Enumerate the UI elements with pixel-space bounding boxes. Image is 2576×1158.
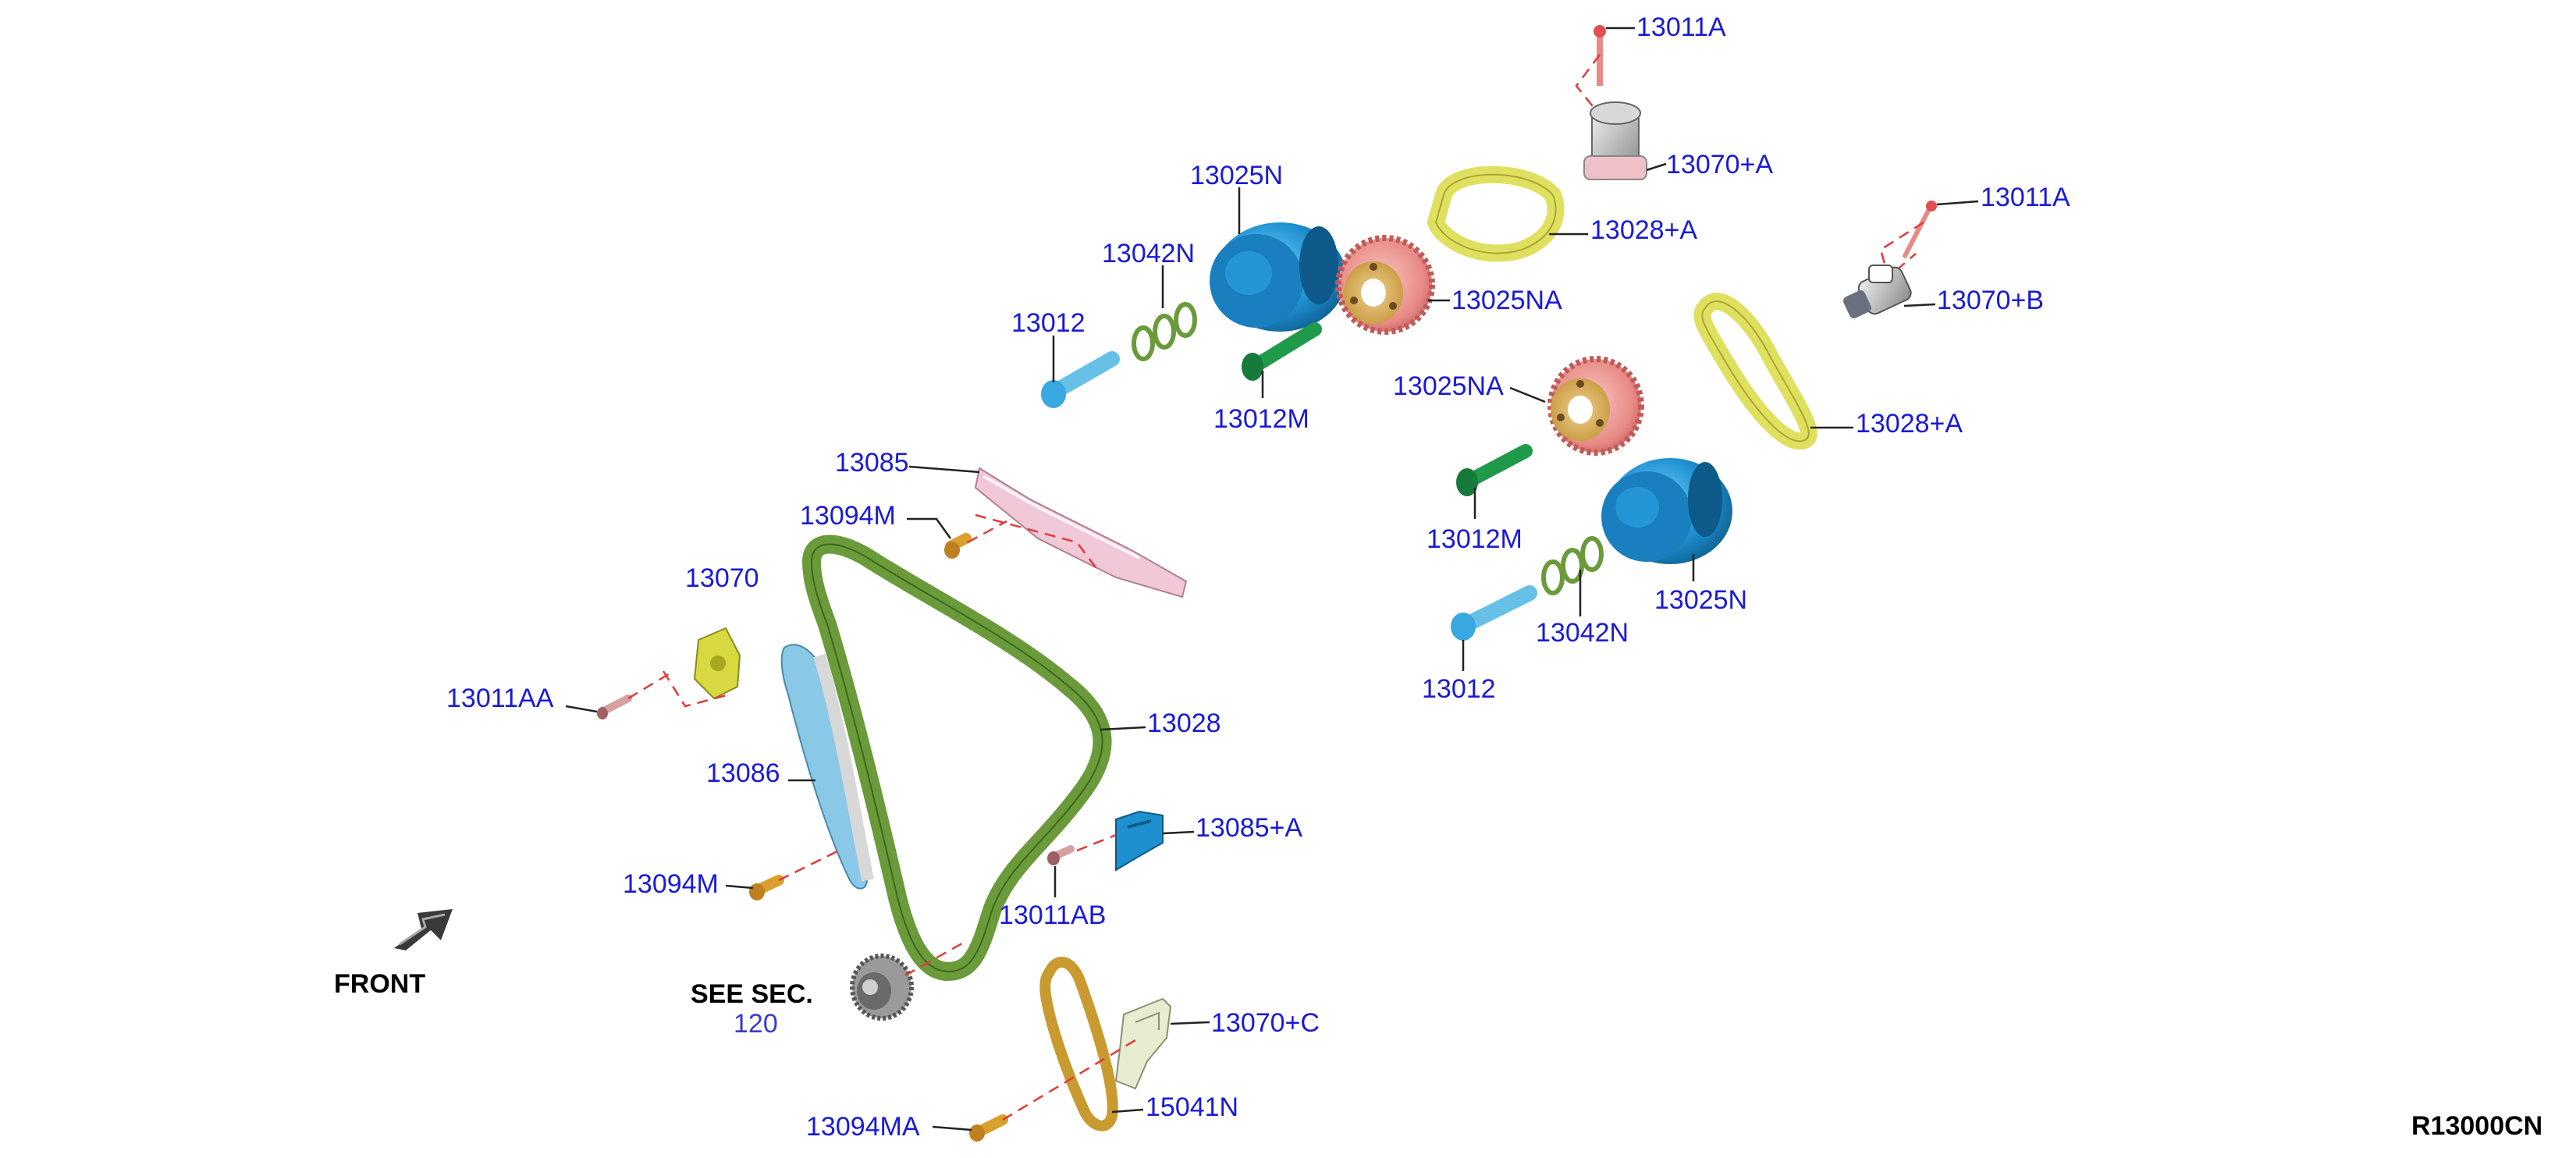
label-13042n-top: 13042N bbox=[1102, 239, 1195, 268]
label-13094m-bottom: 13094M bbox=[623, 869, 719, 899]
sprocket-13025n-mid bbox=[1601, 458, 1732, 564]
label-see-sec: SEE SEC. bbox=[691, 979, 813, 1009]
label-13070a: 13070+A bbox=[1666, 150, 1773, 179]
label-13085a: 13085+A bbox=[1196, 813, 1302, 843]
dash-crank bbox=[904, 939, 968, 977]
label-13011ab: 13011AB bbox=[999, 900, 1106, 930]
dash-13070 bbox=[662, 670, 730, 708]
bolt-13012m-top bbox=[1242, 322, 1322, 381]
bolt-13011a-right bbox=[1902, 201, 1937, 259]
bolt-13012-mid bbox=[1451, 585, 1537, 641]
label-13025na-top: 13025NA bbox=[1451, 286, 1562, 315]
drawing-id: R13000CN bbox=[2411, 1111, 2542, 1141]
bolt-13012m-mid bbox=[1456, 444, 1533, 496]
orings-13042n-top bbox=[1132, 302, 1197, 361]
label-13070: 13070 bbox=[685, 563, 759, 593]
tensioner-13070 bbox=[693, 627, 741, 700]
label-15041n: 15041N bbox=[1146, 1092, 1238, 1122]
label-13012m-mid: 13012M bbox=[1427, 524, 1523, 554]
chain-13028a-right bbox=[1693, 293, 1817, 450]
label-13011a-top: 13011A bbox=[1636, 12, 1726, 42]
guide-13086 bbox=[780, 644, 874, 890]
bolt-13094m-bottom bbox=[749, 875, 784, 900]
bolt-13011a-top bbox=[1594, 25, 1606, 86]
tensioner-13070b bbox=[1843, 265, 1912, 318]
dash-13094m-top bbox=[967, 520, 1007, 544]
dash-13011aa bbox=[627, 671, 672, 700]
label-13094ma: 13094MA bbox=[806, 1112, 920, 1142]
guide-13085 bbox=[974, 467, 1188, 599]
label-13028a-right: 13028+A bbox=[1856, 409, 1963, 439]
label-front: FRONT bbox=[334, 969, 425, 999]
tensioner-13070a bbox=[1583, 101, 1647, 180]
front-arrow-icon bbox=[394, 909, 453, 950]
label-13012-top: 13012 bbox=[1011, 308, 1085, 338]
guide-13085a bbox=[1115, 810, 1164, 872]
dash-13011a-top bbox=[1575, 54, 1632, 126]
dash-13085 bbox=[975, 513, 1101, 574]
dash-13094ma bbox=[1002, 1036, 1140, 1121]
label-13085: 13085 bbox=[835, 448, 909, 478]
label-13042n-mid: 13042N bbox=[1536, 618, 1629, 648]
label-13011a-right: 13011A bbox=[1981, 183, 2070, 212]
sprocket-13025n-top bbox=[1210, 222, 1346, 332]
bolt-13094ma bbox=[969, 1114, 1008, 1142]
bolt-13011aa bbox=[597, 694, 632, 719]
label-13070c: 13070+C bbox=[1211, 1008, 1320, 1038]
label-see-sec-number: 120 bbox=[734, 1009, 778, 1039]
chain-15041n bbox=[1039, 957, 1118, 1131]
orings-13042n-mid bbox=[1541, 536, 1604, 595]
dash-13085a bbox=[1076, 833, 1117, 852]
label-13086: 13086 bbox=[706, 758, 780, 788]
label-13094m-top: 13094M bbox=[800, 501, 896, 531]
label-13012-mid: 13012 bbox=[1422, 674, 1496, 704]
tensioner-13070c bbox=[1114, 997, 1172, 1090]
label-13028a-top: 13028+A bbox=[1590, 215, 1697, 245]
crank-sprocket bbox=[850, 954, 914, 1021]
dash-13011a-right bbox=[1879, 221, 1924, 279]
gear-13025na-mid bbox=[1547, 356, 1644, 456]
label-13025na-mid: 13025NA bbox=[1393, 371, 1504, 401]
label-13012m-top: 13012M bbox=[1213, 404, 1309, 434]
label-13011aa: 13011AA bbox=[446, 684, 554, 713]
bolt-13094m-top bbox=[944, 533, 972, 559]
label-13025n-mid: 13025N bbox=[1654, 585, 1747, 615]
label-13070b: 13070+B bbox=[1937, 286, 2044, 315]
label-13025n-top: 13025N bbox=[1190, 161, 1283, 190]
dash-13094m-bottom bbox=[778, 849, 840, 882]
gear-13025na-top bbox=[1335, 235, 1435, 335]
label-13028: 13028 bbox=[1147, 709, 1221, 738]
bolt-13012-top bbox=[1041, 351, 1120, 408]
bolt-13011ab bbox=[1047, 845, 1075, 865]
